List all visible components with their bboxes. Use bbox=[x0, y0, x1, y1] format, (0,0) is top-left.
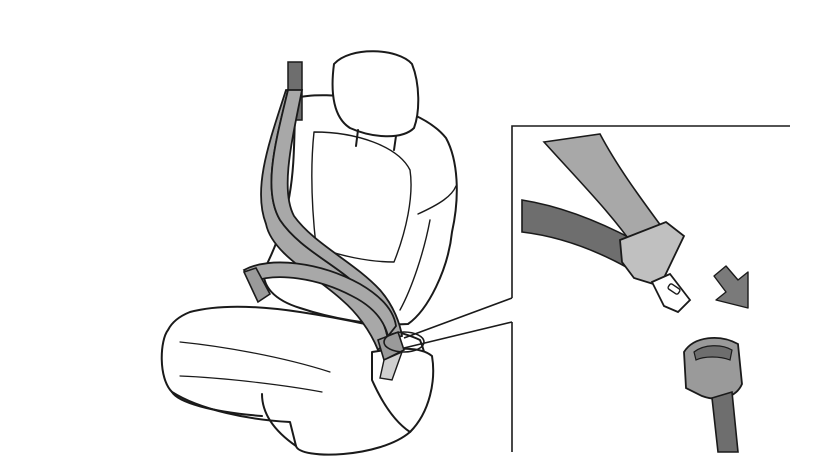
headrest bbox=[333, 51, 419, 136]
callout-line-bottom bbox=[404, 322, 512, 348]
inset-buckle-strap bbox=[712, 392, 738, 452]
detail-inset bbox=[512, 126, 790, 452]
inset-latch-tongue bbox=[652, 274, 690, 312]
insert-direction-arrow-icon bbox=[714, 266, 748, 308]
